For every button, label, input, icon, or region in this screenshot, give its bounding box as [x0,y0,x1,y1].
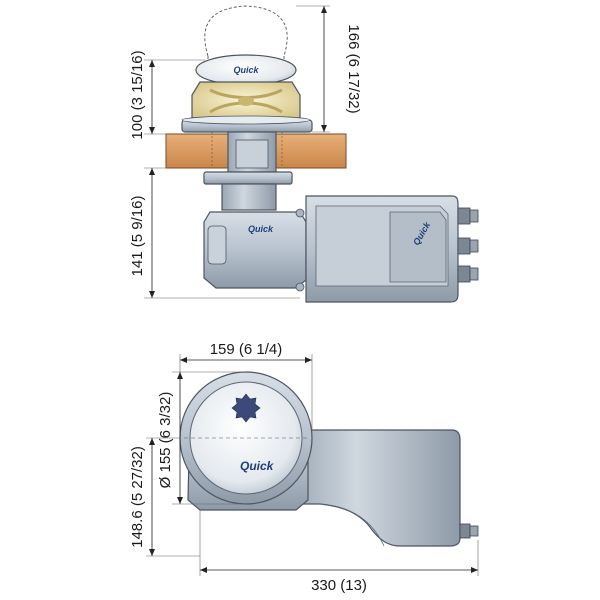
dim-148: 148.6 (5 27/32) [129,437,200,557]
motor-top [287,429,461,547]
dim-width-drum-label: 159 (6 1/4) [210,341,283,358]
terminal-posts [457,207,479,283]
dim-159: 159 (6 1/4) [179,341,313,430]
under-flange [203,171,293,185]
dim-below-deck-label: 141 (5 9/16) [129,196,146,277]
deck-left [165,133,229,169]
side-view: Quick Quick Quick [129,5,479,303]
cap-raised-outline [204,5,288,57]
dim-diameter-label: Ø 155 (6 3/32) [157,392,174,489]
deck-right [275,133,347,169]
top-view: Quick 159 (6 1/4) Ø 155 (6 3/32) 148.6 (… [129,341,479,594]
dim-166: 166 (6 17/32) [296,5,362,133]
terminal-posts-top [459,523,479,539]
deck-switch-icon [231,393,261,423]
drum-logo: Quick [240,459,275,473]
dim-above-deck-label: 100 (3 15/16) [129,50,146,139]
dim-depth-label: 148.6 (5 27/32) [129,446,146,548]
dim-141: 141 (5 9/16) [129,167,300,299]
dim-330: 330 (13) [199,510,479,594]
cap-logo: Quick [233,65,259,75]
gearbox-logo: Quick [248,224,274,234]
dim-155: Ø 155 (6 3/32) [157,371,246,505]
dim-total-length-label: 330 (13) [311,577,367,594]
dim-top-height-label: 166 (6 17/32) [345,24,362,113]
dim-100: 100 (3 15/16) [129,50,205,140]
